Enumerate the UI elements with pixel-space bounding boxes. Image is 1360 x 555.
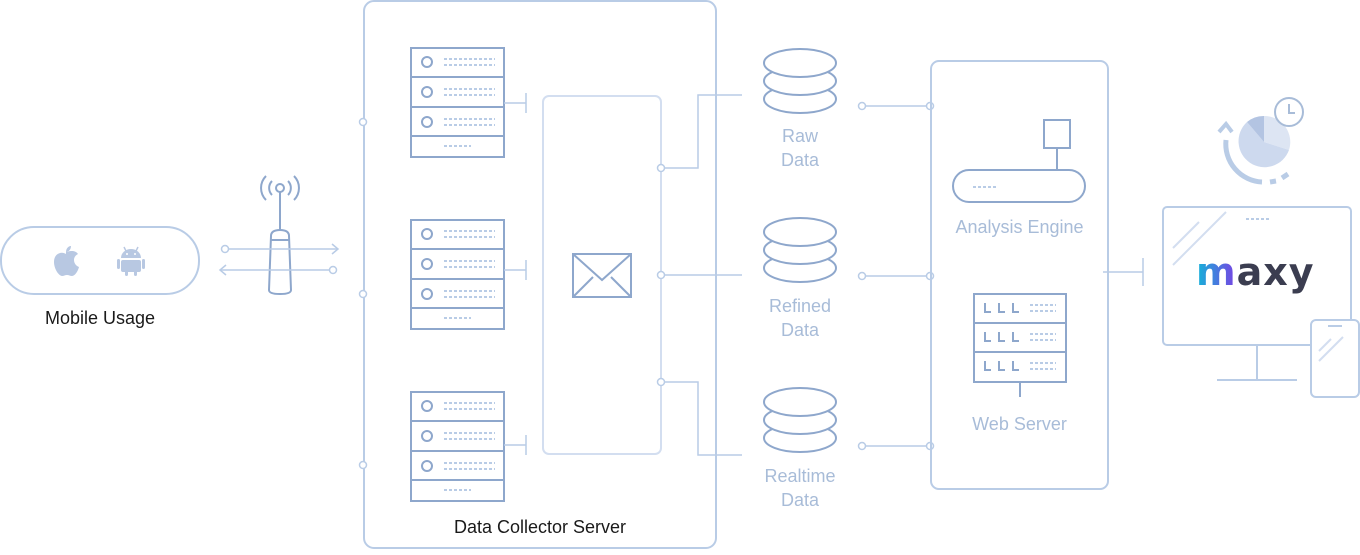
mobile-usage-label: Mobile Usage bbox=[44, 308, 156, 328]
queue-connector-dots bbox=[656, 163, 666, 387]
raw-data-label-line1: Raw bbox=[781, 126, 818, 146]
refined-data-label-line1: Refined bbox=[768, 296, 832, 316]
server-rack-icon bbox=[410, 391, 505, 502]
tablet-icon bbox=[1310, 319, 1360, 398]
analysis-to-monitor-connector bbox=[1103, 258, 1144, 286]
analysis-box bbox=[930, 60, 1109, 490]
realtime-data-label-line2: Data bbox=[780, 490, 820, 510]
server-link-2 bbox=[504, 260, 527, 280]
clock-icon bbox=[1274, 97, 1304, 127]
server-link-1 bbox=[504, 93, 527, 113]
db-to-analysis-connectors bbox=[857, 101, 935, 451]
android-icon bbox=[117, 246, 145, 276]
analysis-engine-label: Analysis Engine bbox=[955, 217, 1084, 237]
database-icon bbox=[763, 48, 837, 114]
pie-chart-icon bbox=[1217, 115, 1291, 185]
monitor-icon bbox=[1162, 206, 1352, 381]
server-rack-icon bbox=[410, 47, 505, 158]
antenna-icon bbox=[260, 175, 300, 296]
maxy-logo-rest: axy bbox=[1236, 250, 1315, 294]
antenna-arrows bbox=[218, 243, 340, 276]
maxy-logo: maxy bbox=[1196, 250, 1315, 294]
server-rack-icon bbox=[410, 219, 505, 330]
mobile-usage-pill bbox=[0, 226, 200, 295]
database-icon bbox=[763, 217, 837, 283]
collector-connector-dots bbox=[358, 117, 368, 470]
data-collector-server-label: Data Collector Server bbox=[453, 517, 627, 537]
analysis-engine-icon bbox=[952, 119, 1086, 203]
refined-data-label: Refined Data bbox=[740, 294, 860, 342]
web-server-icon bbox=[973, 293, 1067, 397]
raw-data-label-line2: Data bbox=[780, 150, 820, 170]
web-server-label: Web Server bbox=[972, 414, 1067, 434]
database-icon bbox=[763, 387, 837, 453]
realtime-data-label: Realtime Data bbox=[740, 464, 860, 512]
refined-data-label-line2: Data bbox=[780, 320, 820, 340]
apple-icon bbox=[54, 246, 79, 276]
maxy-logo-m: m bbox=[1196, 250, 1237, 294]
realtime-data-label-line1: Realtime bbox=[764, 466, 836, 486]
raw-data-label: Raw Data bbox=[740, 124, 860, 172]
server-link-3 bbox=[504, 435, 527, 455]
envelope-icon bbox=[572, 253, 632, 298]
message-queue-box bbox=[542, 95, 662, 455]
queue-to-db-connectors bbox=[661, 94, 742, 456]
